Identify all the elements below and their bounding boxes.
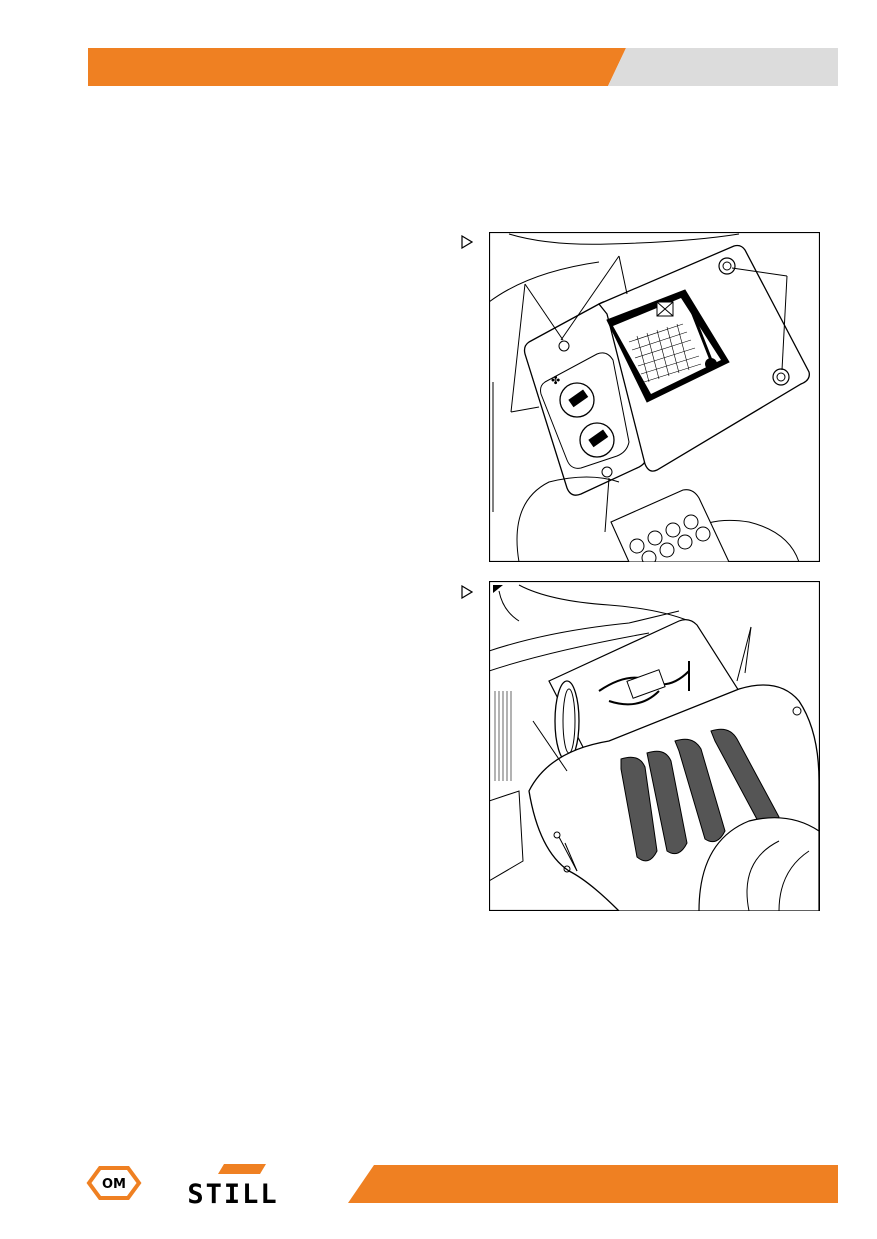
footer-bar [348,1165,838,1203]
om-logo: OM [86,1165,142,1201]
still-logo: STILL [162,1164,304,1206]
control-panel-illustration: ✤ [489,232,820,562]
svg-text:✤: ✤ [551,374,560,387]
figure-1-marker-icon [461,235,473,249]
svg-text:STILL: STILL [187,1179,278,1206]
figure-2-marker-icon [461,585,473,599]
seat-console-illustration [489,581,820,911]
header-bar [88,48,838,86]
svg-text:OM: OM [102,1177,126,1192]
